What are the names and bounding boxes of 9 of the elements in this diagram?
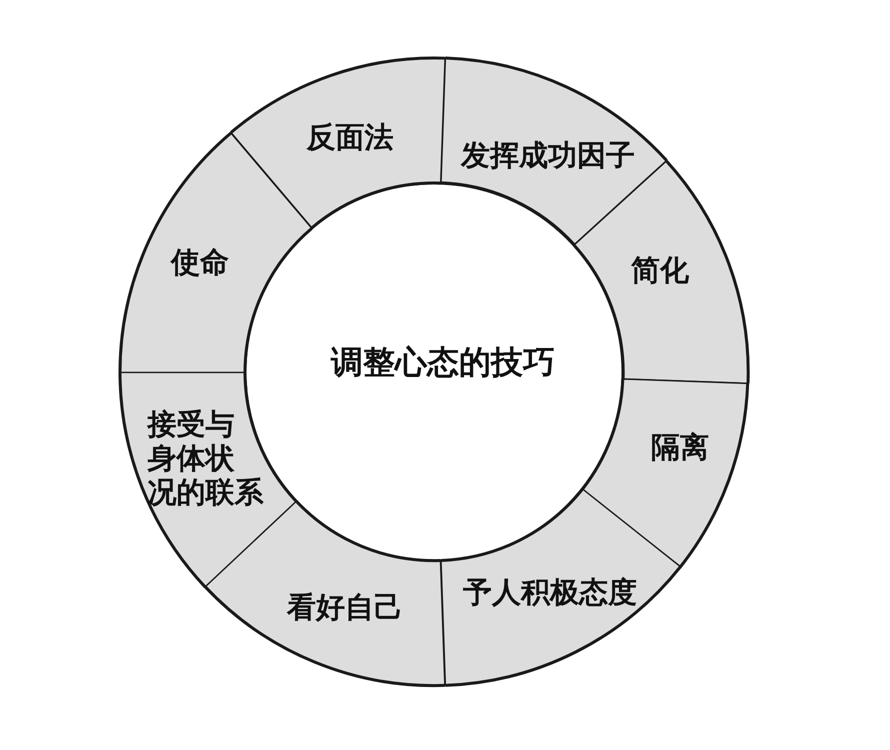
segment-label: 反面法 [306,120,394,154]
segment-label: 予人积极态度 [462,574,637,609]
segment-label: 看好自己 [286,590,403,624]
segment-label: 隔离 [650,430,709,464]
segment-label: 接受与身体状况的联系 [148,407,265,509]
segment-label: 使命 [171,244,229,279]
segment-label: 发挥成功因子 [460,138,635,172]
center-title: 调整心态的技巧 [331,343,555,381]
segment-label: 简化 [630,252,689,287]
